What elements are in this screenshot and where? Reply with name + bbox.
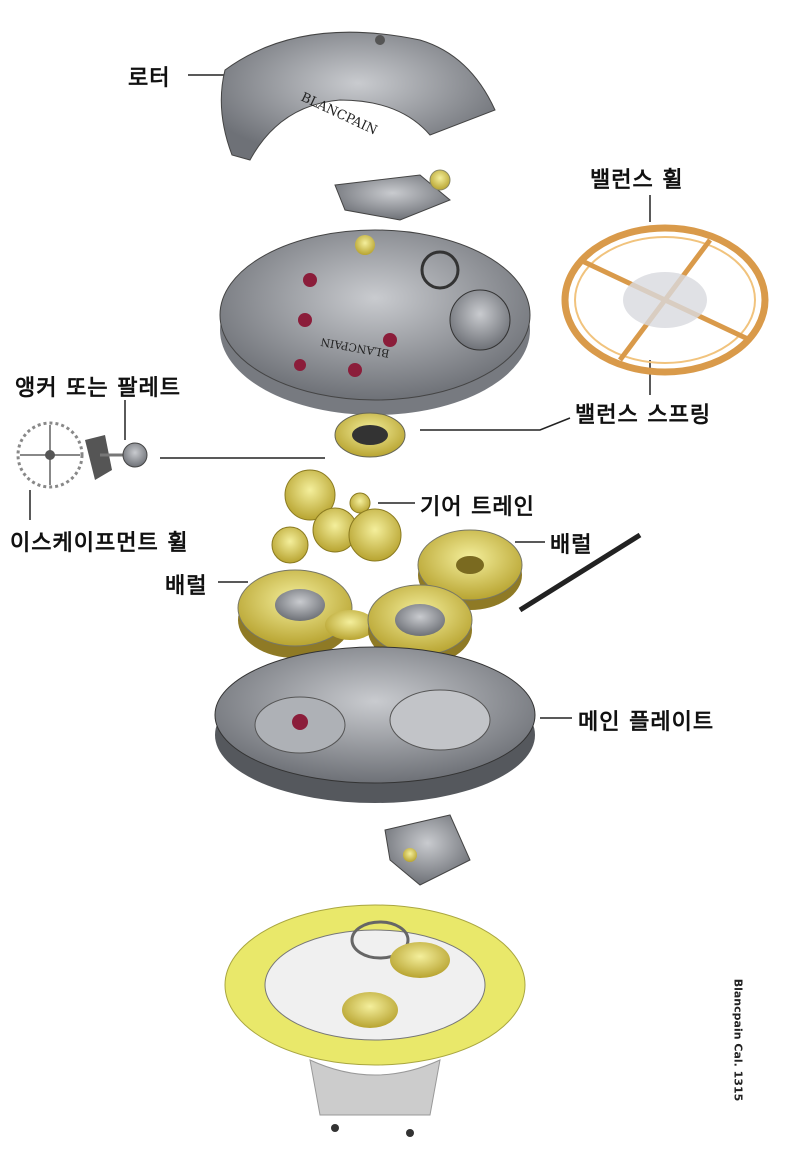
label-escapement-wheel: 이스케이프먼트 휠 [10,531,189,556]
winding-stem [518,532,642,613]
escapement-part [16,421,148,489]
label-barrel-right: 배럴 [550,533,593,558]
main-plate-part [214,646,536,803]
date-ring-part [224,904,526,1066]
label-balance-wheel: 밸런스 휠 [590,168,684,193]
image-credit: Blancpain Cal. 1315 [731,978,745,1102]
balance-wheel-part [561,224,769,376]
label-barrel-left: 배럴 [165,574,208,599]
label-gear-train: 기어 트레인 [420,495,535,520]
label-anchor: 앵커 또는 팔레트 [15,376,181,401]
leader-lines [29,74,651,719]
label-rotor: 로터 [128,66,171,91]
gear-train-part [271,469,402,564]
bridge-plate: BLANCPAIN [219,229,531,415]
label-balance-spring: 밸런스 스프링 [575,403,712,428]
label-main-plate: 메인 플레이트 [578,710,715,735]
rotor-part: BLANCPAIN [220,31,496,161]
